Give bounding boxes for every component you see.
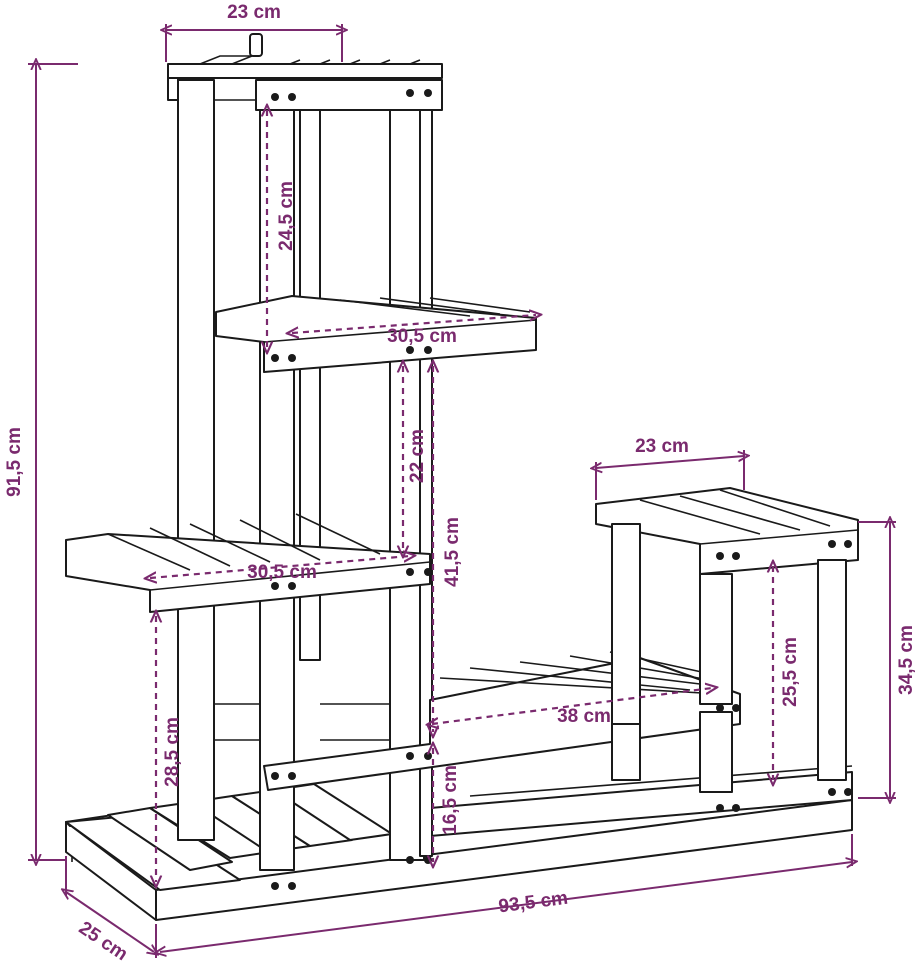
label-total-width: 93,5 cm — [497, 888, 569, 918]
dimension-lines — [28, 24, 896, 958]
label-middle-height: 41,5 cm — [442, 517, 463, 587]
upper-shelf — [215, 295, 537, 373]
label-upper-gap: 22 cm — [407, 429, 428, 483]
label-depth: 25 cm — [75, 918, 131, 963]
plant-stand-illustration — [65, 33, 859, 921]
label-upper-shelf-depth: 30,5 cm — [387, 326, 457, 347]
label-side-gap: 25,5 cm — [780, 637, 801, 707]
top-shelf — [167, 33, 443, 111]
label-bottom-clearance: 16,5 cm — [440, 765, 461, 835]
label-left-shelf-depth: 30,5 cm — [247, 562, 317, 583]
label-side-top-width: 23 cm — [635, 436, 689, 457]
label-top-width: 23 cm — [227, 2, 281, 23]
label-side-height: 34,5 cm — [896, 625, 917, 695]
label-total-height: 91,5 cm — [4, 427, 25, 497]
label-long-shelf-depth: 38 cm — [557, 706, 611, 727]
label-bottom-gap-left: 28,5 cm — [162, 717, 183, 787]
long-shelf — [263, 651, 741, 793]
label-top-gap: 24,5 cm — [276, 181, 297, 251]
